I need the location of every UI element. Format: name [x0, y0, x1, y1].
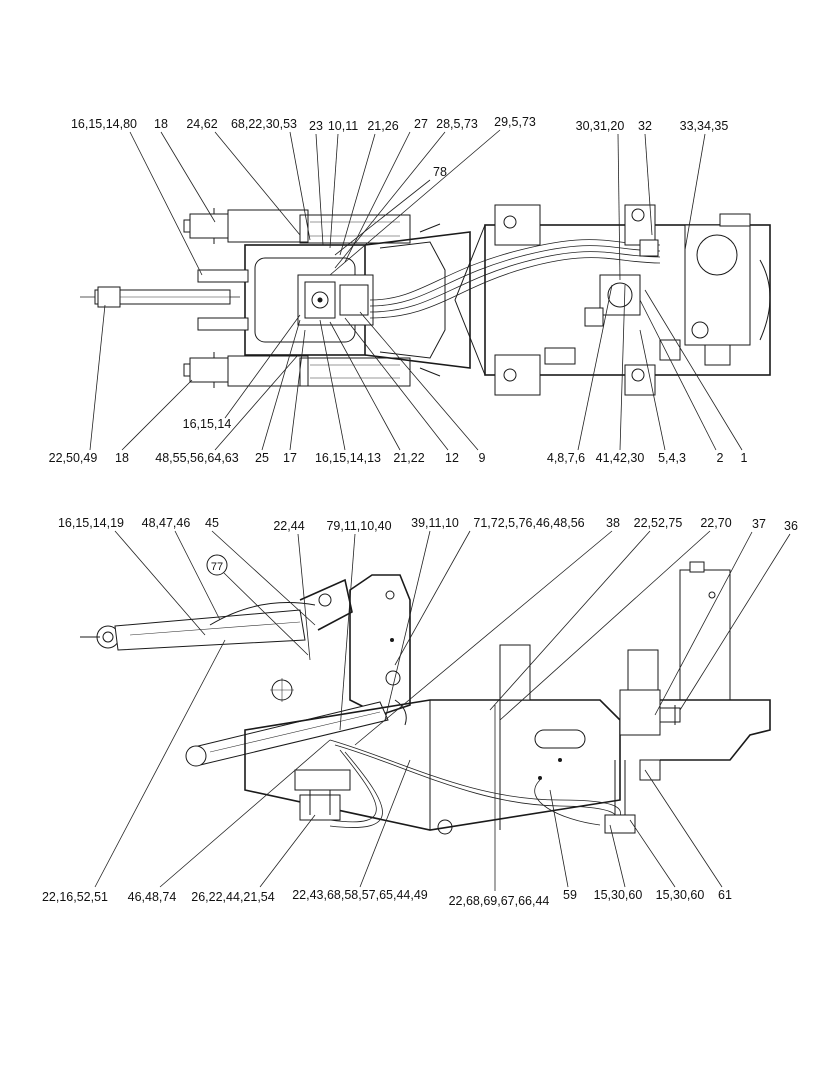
- callout-label: 45: [205, 516, 219, 530]
- callout-label: 18: [154, 117, 168, 131]
- circled-callout-77: 77: [206, 554, 309, 656]
- callout-label: 1: [741, 451, 748, 465]
- callout-label: 24,62: [186, 117, 217, 131]
- callout-label: 59: [563, 888, 577, 902]
- callout-label: 30,31,20: [576, 119, 625, 133]
- top-view-callouts-bottom: 16,15,14 22,50,49 18 48,55,56,64,63 25 1…: [49, 417, 748, 465]
- side-view-callouts-top: 16,15,14,19 48,47,46 45 22,44 79,11,10,4…: [58, 516, 798, 533]
- callout-label: 29,5,73: [494, 115, 536, 129]
- callout-label: 2: [717, 451, 724, 465]
- callout-label: 36: [784, 519, 798, 533]
- callout-label: 41,42,30: [596, 451, 645, 465]
- callout-label: 10,11: [328, 119, 358, 133]
- callout-label: 16,15,14: [183, 417, 232, 431]
- callout-label: 21,22: [393, 451, 424, 465]
- callout-label: 38: [606, 516, 620, 530]
- side-view-callouts-bottom: 22,16,52,51 46,48,74 26,22,44,21,54 22,4…: [42, 888, 732, 908]
- top-view-leader-lines-bottom: [89, 284, 743, 451]
- side-view-leader-lines-top: [114, 530, 791, 746]
- callout-label: 78: [433, 165, 447, 179]
- callout-label: 22,70: [700, 516, 731, 530]
- callout-label: 15,30,60: [594, 888, 643, 902]
- callout-label: 23: [309, 119, 323, 133]
- callout-label: 46,48,74: [128, 890, 177, 904]
- callout-label: 9: [479, 451, 486, 465]
- callout-label: 37: [752, 517, 766, 531]
- callout-label: 12: [445, 451, 459, 465]
- callout-label: 16,15,14,13: [315, 451, 381, 465]
- callout-label: 21,26: [367, 119, 398, 133]
- top-view-leader-lines-top: [129, 129, 706, 281]
- callout-label: 17: [283, 451, 297, 465]
- callout-label: 79,11,10,40: [326, 519, 391, 533]
- callout-label: 25: [255, 451, 269, 465]
- callout-label: 22,44: [273, 519, 304, 533]
- callout-label: 48,47,46: [142, 516, 191, 530]
- callout-label: 68,22,30,53: [231, 117, 297, 131]
- callout-label: 48,55,56,64,63: [155, 451, 238, 465]
- callout-label: 22,43,68,58,57,65,44,49: [292, 888, 428, 902]
- callout-label: 71,72,5,76,46,48,56: [473, 516, 584, 530]
- callout-label: 32: [638, 119, 652, 133]
- side-view-drawing: [80, 561, 771, 835]
- callout-label: 77: [211, 561, 223, 573]
- side-view-leader-lines-bottom: [94, 639, 723, 891]
- callout-label: 15,30,60: [656, 888, 705, 902]
- callout-label: 22,50,49: [49, 451, 98, 465]
- callout-label: 16,15,14,80: [71, 117, 137, 131]
- callout-label: 33,34,35: [680, 119, 729, 133]
- callout-label: 61: [718, 888, 732, 902]
- callout-label: 4,8,7,6: [547, 451, 585, 465]
- callout-label: 22,52,75: [634, 516, 683, 530]
- top-view-callouts-top: 16,15,14,80 18 24,62 68,22,30,53 23 10,1…: [71, 115, 728, 179]
- top-view-drawing: [80, 204, 771, 396]
- callout-label: 18: [115, 451, 129, 465]
- callout-label: 39,11,10: [411, 516, 459, 530]
- callout-label: 26,22,44,21,54: [191, 890, 274, 904]
- callout-label: 16,15,14,19: [58, 516, 124, 530]
- callout-label: 22,68,69,67,66,44: [449, 894, 550, 908]
- callout-label: 28,5,73: [436, 117, 478, 131]
- callout-label: 22,16,52,51: [42, 890, 108, 904]
- callout-label: 5,4,3: [658, 451, 686, 465]
- callout-label: 27: [414, 117, 428, 131]
